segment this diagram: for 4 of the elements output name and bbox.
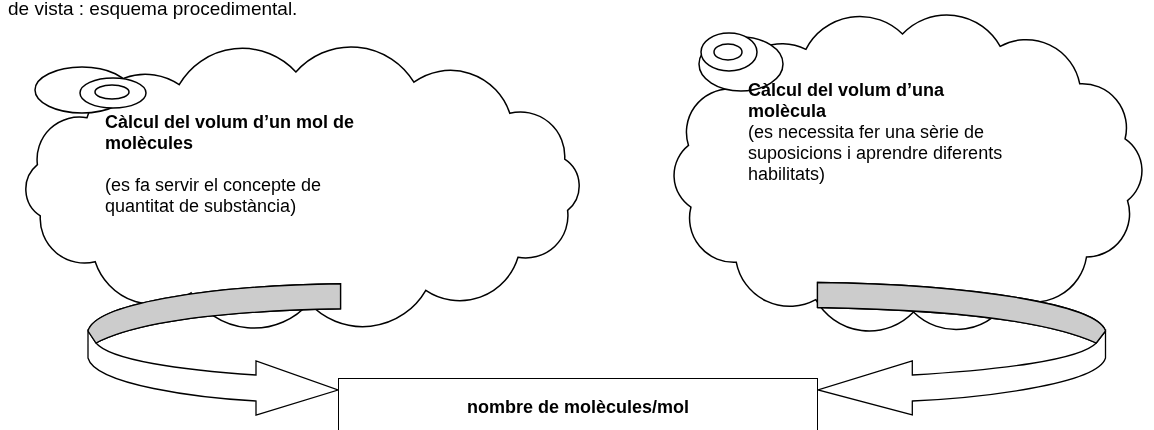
result-box: nombre de molècules/mol (338, 378, 818, 430)
heading-text: de vista : esquema procedimental. (8, 0, 298, 20)
cloud-description: (es necessita fer una sèrie de suposicions i aprendre diferents habilitats) (748, 122, 1004, 185)
cloud-heading: Càlcul del volum d’una molècula (748, 80, 946, 122)
